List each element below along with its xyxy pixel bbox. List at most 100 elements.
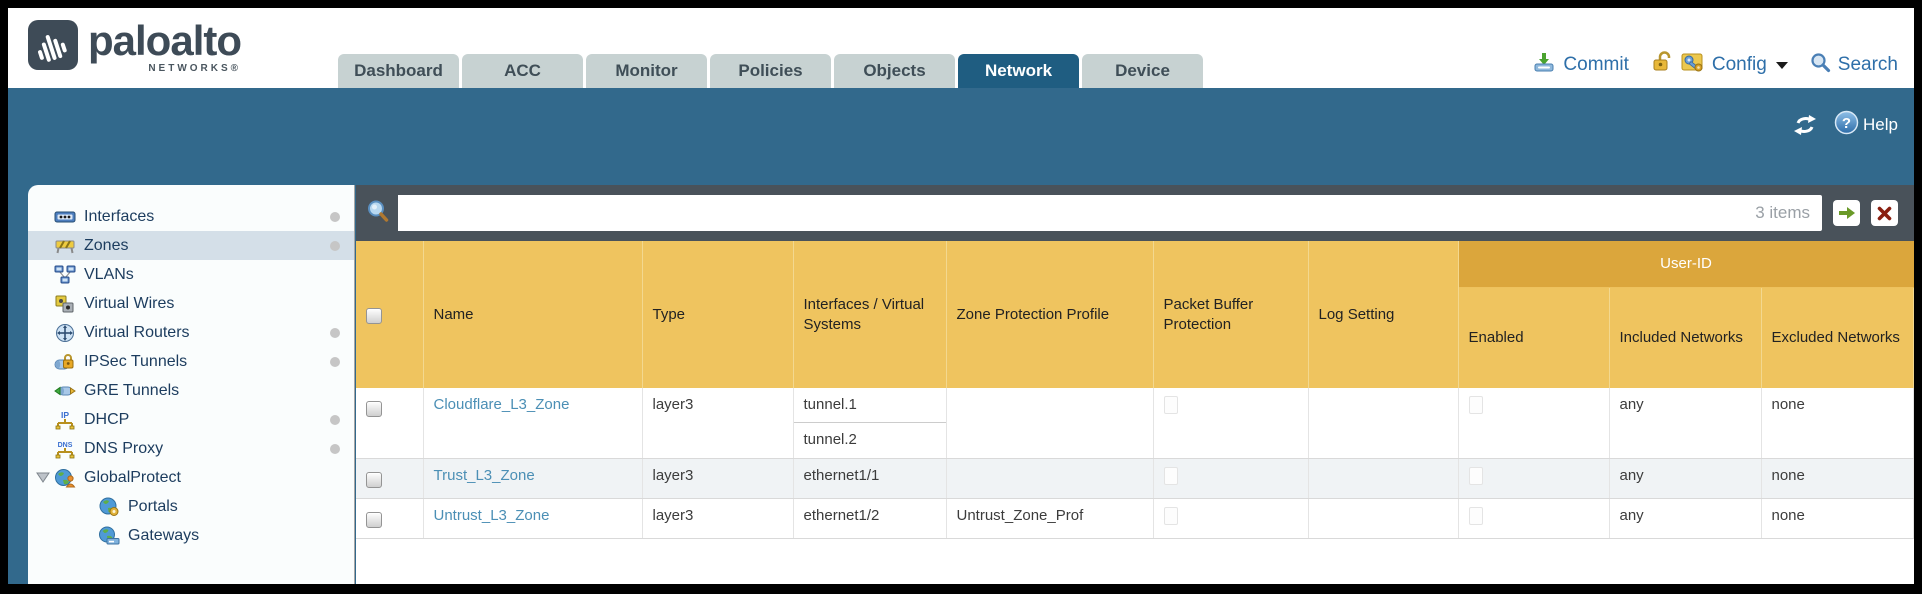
column-header-zone-protection-profile[interactable]: Zone Protection Profile [946,241,1154,388]
sidebar-item-dhcp[interactable]: IP DHCP [28,405,354,434]
lock-icon[interactable] [1651,50,1673,80]
row-checkbox[interactable] [366,401,382,418]
sidebar-item-label: Virtual Routers [84,323,190,341]
sidebar-item-label: DNS Proxy [84,439,164,457]
cell-interfaces: tunnel.1 tunnel.2 [793,388,947,459]
packet-buffer-checkbox[interactable] [1163,396,1178,414]
sidebar-item-gre-tunnels[interactable]: GRE Tunnels [28,376,354,405]
filter-searchbox: 3 items [398,195,1822,231]
zones-table: Name Type Interfaces / Virtual Systems Z… [356,241,1914,539]
cell-select [356,388,424,459]
filter-input[interactable] [398,195,1756,231]
sidebar-item-gateways[interactable]: Gateways [28,521,354,550]
zone-name-link[interactable]: Untrust_L3_Zone [433,507,550,524]
tab-dashboard[interactable]: Dashboard [338,54,459,88]
column-header-name[interactable]: Name [423,241,643,388]
select-all-checkbox[interactable] [366,307,382,324]
enabled-checkbox[interactable] [1468,507,1483,525]
cell-interfaces: ethernet1/2 [793,498,947,539]
cell-select [356,498,424,539]
apply-filter-button[interactable] [1833,200,1860,226]
help-label: Help [1863,115,1898,134]
enabled-checkbox[interactable] [1468,396,1483,414]
column-header-type[interactable]: Type [642,241,794,388]
tab-monitor[interactable]: Monitor [586,54,707,88]
panos-web-ui: paloalto NETWORKS® Dashboard ACC Monitor… [8,8,1914,584]
sidebar-item-virtual-wires[interactable]: Virtual Wires [28,289,354,318]
zones-icon [54,236,76,256]
filter-bar: 3 items [356,185,1914,241]
commit-button[interactable]: Commit [1563,54,1629,75]
gre-tunnels-icon [54,381,76,401]
main-nav-tabs: Dashboard ACC Monitor Policies Objects N… [338,54,1203,88]
config-icon [1680,50,1705,80]
sidebar-item-portals[interactable]: Portals [28,492,354,521]
sidebar-item-label: Zones [84,236,129,254]
column-header-packet-buffer-protection[interactable]: Packet Buffer Protection [1153,241,1309,388]
refresh-icon[interactable] [1792,114,1818,136]
sidebar-item-vlans[interactable]: VLANs [28,260,354,289]
item-count: 3 items [1755,203,1810,222]
cell-type: layer3 [642,388,794,459]
select-all-header [356,241,424,388]
cell-type: layer3 [642,498,794,539]
column-header-interfaces[interactable]: Interfaces / Virtual Systems [793,241,947,388]
interfaces-icon [54,207,76,227]
column-header-log-setting[interactable]: Log Setting [1308,241,1459,388]
interface-entry: ethernet1/1 [803,467,880,484]
zone-name-link[interactable]: Trust_L3_Zone [433,467,535,484]
cell-included-networks: any [1609,498,1762,539]
chevron-down-icon[interactable] [1775,61,1788,69]
item-dot [330,211,340,222]
sidebar-item-virtual-routers[interactable]: Virtual Routers [28,318,354,347]
ipsec-tunnels-icon [54,352,76,372]
globalprotect-icon [54,468,76,488]
sidebar-item-zones[interactable]: Zones [28,231,354,260]
dns-proxy-icon: DNS [54,439,76,459]
top-bar: paloalto NETWORKS® Dashboard ACC Monitor… [8,8,1914,88]
tab-policies[interactable]: Policies [710,54,831,88]
sidebar-item-interfaces[interactable]: Interfaces [28,202,354,231]
zone-name-link[interactable]: Cloudflare_L3_Zone [433,396,570,413]
tab-objects[interactable]: Objects [834,54,955,88]
help-button[interactable]: ? Help [1834,110,1898,140]
cell-log-setting [1308,458,1459,499]
packet-buffer-checkbox[interactable] [1163,507,1178,525]
clear-filter-button[interactable] [1871,200,1898,226]
tab-network[interactable]: Network [958,54,1079,88]
expand-triangle-icon[interactable] [36,471,50,489]
column-header-included-networks[interactable]: Included Networks [1609,287,1762,388]
column-header-excluded-networks[interactable]: Excluded Networks [1761,287,1914,388]
row-checkbox[interactable] [366,512,382,529]
commit-icon [1532,50,1556,80]
sidebar-item-globalprotect[interactable]: GlobalProtect [28,463,354,492]
cell-included-networks: any [1609,388,1762,459]
portals-icon [98,497,120,517]
table-row: Cloudflare_L3_Zone layer3 tunnel.1 tunne… [356,388,1914,459]
packet-buffer-checkbox[interactable] [1163,467,1178,485]
sidebar-item-label: VLANs [84,265,134,283]
search-button[interactable]: Search [1837,54,1898,75]
enabled-checkbox[interactable] [1468,467,1483,485]
item-dot [330,443,340,454]
config-dropdown[interactable]: Config [1711,54,1767,75]
cell-included-networks: any [1609,458,1762,499]
column-header-enabled[interactable]: Enabled [1458,287,1610,388]
sidebar-item-label: Gateways [128,526,200,544]
search-icon [1810,52,1831,79]
cell-zone-protection-profile [946,388,1154,459]
dhcp-icon: IP [54,410,76,430]
virtual-wires-icon [54,294,76,314]
tab-device[interactable]: Device [1082,54,1203,88]
sidebar-item-label: Virtual Wires [84,294,175,312]
cell-zone-protection-profile [946,458,1154,499]
header-actions: Commit [1532,50,1898,80]
user-id-group-header: User-ID [1458,241,1914,288]
sidebar-item-ipsec-tunnels[interactable]: IPSec Tunnels [28,347,354,376]
svg-text:DNS: DNS [58,442,73,449]
tab-acc[interactable]: ACC [462,54,583,88]
sidebar-item-label: IPSec Tunnels [84,352,188,370]
sidebar-item-dns-proxy[interactable]: DNS DNS Proxy [28,434,354,463]
cell-enabled [1458,388,1610,459]
row-checkbox[interactable] [366,472,382,489]
